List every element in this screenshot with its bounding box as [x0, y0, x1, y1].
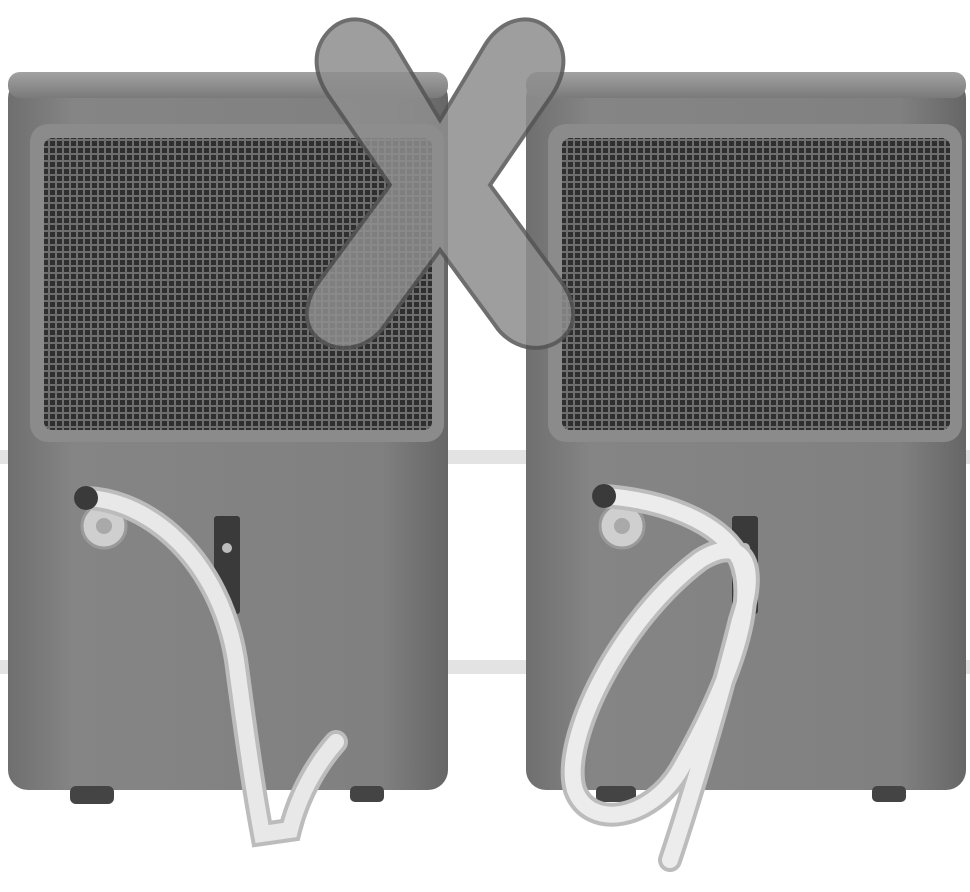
wheel: [350, 786, 384, 802]
unit-top-lid: [526, 72, 966, 98]
dehumidifier-right: [526, 72, 966, 860]
air-grille: [562, 138, 950, 430]
dehumidifier-left: [8, 72, 448, 834]
wheel: [70, 786, 114, 804]
wheel: [872, 786, 906, 802]
